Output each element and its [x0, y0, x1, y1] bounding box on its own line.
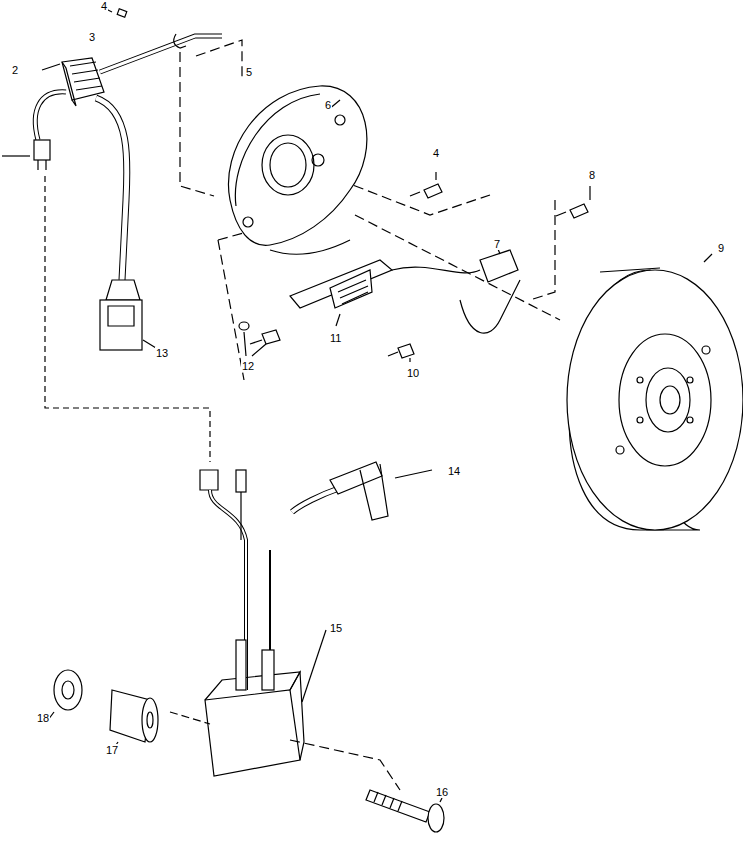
callout-number: 17 — [105, 744, 119, 756]
callout-number: 3 — [88, 31, 96, 43]
callout-number: 14 — [447, 465, 461, 477]
callout-number: 7 — [493, 238, 501, 250]
callout-number: 16 — [435, 786, 449, 798]
callout-number: 11 — [329, 332, 342, 344]
callout-number: 5 — [245, 66, 253, 78]
callout-number: 6 — [324, 99, 332, 111]
callout-number: 13 — [155, 347, 169, 359]
callout-number: 8 — [588, 169, 596, 181]
callout-number: 15 — [329, 622, 343, 634]
callout-number: 10 — [406, 367, 420, 379]
callout-number: 4 — [432, 147, 440, 159]
callout-number: 18 — [36, 712, 50, 724]
callout-number: 9 — [717, 242, 725, 254]
callout-number: 4 — [100, 0, 108, 12]
callout-number: 2 — [11, 64, 19, 76]
callout-number: 12 — [241, 360, 255, 372]
